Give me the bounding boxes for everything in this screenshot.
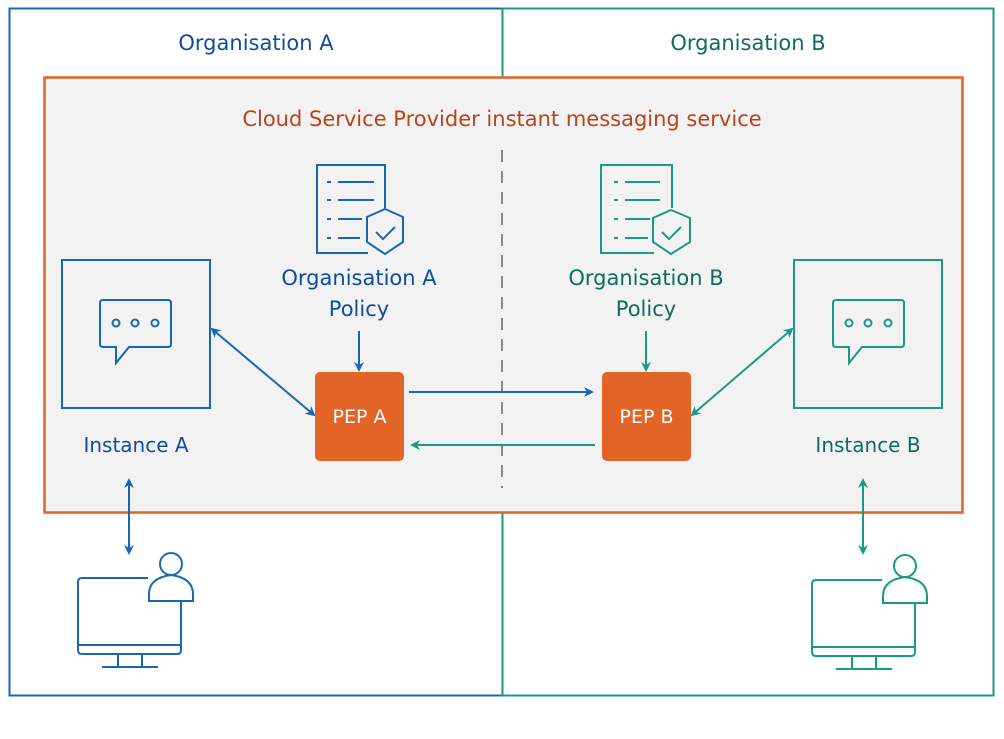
pep-b-label: PEP B <box>619 405 674 428</box>
user-computer-icon <box>811 554 928 670</box>
policy-a-label: Organisation A Policy <box>281 263 436 325</box>
policy-a-label-line1: Organisation A <box>281 266 437 290</box>
policy-document-shield-icon <box>316 164 404 256</box>
user-computer-icon <box>77 552 194 668</box>
cloud-service-box <box>43 76 964 514</box>
pep-a-box[interactable]: PEP A <box>315 372 404 461</box>
policy-b-label-line1: Organisation B <box>568 266 724 290</box>
pep-b-box[interactable]: PEP B <box>602 372 691 461</box>
chat-bubble-icon <box>832 299 905 366</box>
instance-b-label: Instance B <box>815 433 921 457</box>
instance-a-box[interactable] <box>61 259 211 409</box>
instance-b-box[interactable] <box>793 259 943 409</box>
cloud-service-title: Cloud Service Provider instant messaging… <box>242 107 762 131</box>
policy-document-shield-icon <box>600 164 691 256</box>
organisation-a-title: Organisation A <box>178 31 334 55</box>
arrow-instance-b-pep-b <box>690 327 794 417</box>
policy-b-label: Organisation B Policy <box>568 263 723 325</box>
pep-a-label: PEP A <box>332 405 387 428</box>
chat-bubble-icon <box>99 299 172 366</box>
arrow-instance-a-pep-a <box>210 327 316 417</box>
instance-a-label: Instance A <box>83 433 189 457</box>
policy-b-label-line2: Policy <box>615 297 677 321</box>
organisation-b-title: Organisation B <box>670 31 826 55</box>
policy-a-label-line2: Policy <box>328 297 390 321</box>
